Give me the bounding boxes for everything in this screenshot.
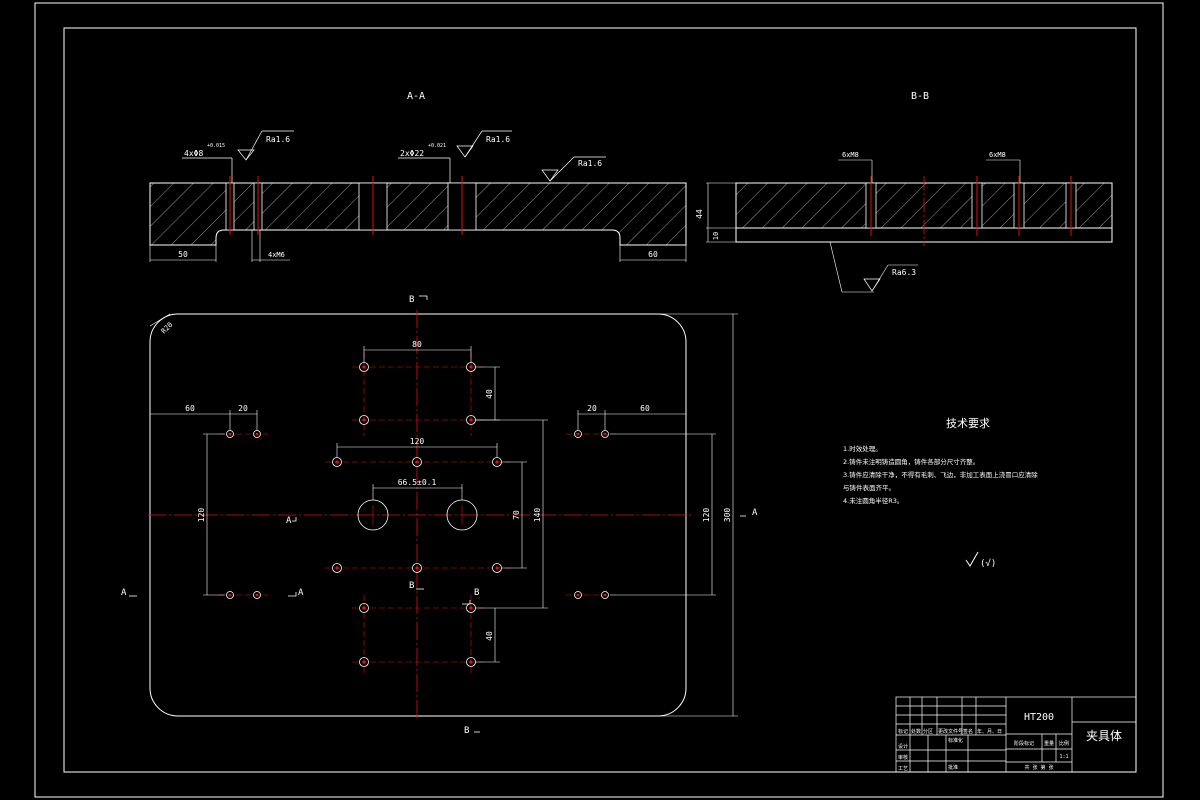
plan-dim-70: 70 bbox=[512, 510, 521, 520]
plan-dim-300: 300 bbox=[723, 508, 732, 523]
cut-a-left: A bbox=[121, 588, 127, 598]
bb-hole-callout-1: 6xM8 bbox=[842, 151, 859, 159]
tech-req-line-5: 4.未注圆角半径R3。 bbox=[843, 497, 904, 505]
roughness-general-icon bbox=[965, 551, 979, 567]
title-row-label: 审核 bbox=[898, 754, 908, 761]
aa-hole-callout-mid: 2xΦ22 bbox=[400, 149, 424, 158]
bb-roughness: Ra6.3 bbox=[892, 268, 916, 277]
title-scale: 1:1 bbox=[1059, 754, 1068, 760]
outer-border bbox=[34, 2, 1164, 798]
tech-requirements: 技术要求 1.时效处理。 2.铸件未注明铸造圆角，铸件各部分尺寸齐整。 3.铸件… bbox=[843, 415, 1073, 508]
title-part-name: 夹具体 bbox=[1086, 729, 1122, 743]
aa-roughness-2: Ra1.6 bbox=[486, 135, 510, 144]
title-row-label: 标记 bbox=[898, 728, 908, 735]
plan-dim-120-right: 120 bbox=[702, 508, 711, 523]
tech-requirements-title: 技术要求 bbox=[946, 417, 990, 430]
tech-req-line-4: 与铸件表面齐平。 bbox=[843, 484, 895, 492]
cut-b-bottom: B bbox=[464, 726, 469, 736]
section-aa-view: A-A 4xΦ8 +0.015 Ra1.6 2xΦ22 +0.021 Ra1.6 bbox=[149, 91, 687, 262]
aa-dim-right: 60 bbox=[648, 250, 658, 259]
tech-req-line-2: 2.铸件未注明铸造圆角，铸件各部分尺寸齐整。 bbox=[843, 458, 980, 466]
plan-dim-120-h: 120 bbox=[410, 437, 425, 446]
tech-req-line-3: 3.铸件应清除干净，不得有毛刺、飞边，非加工表面上浇冒口应清除 bbox=[843, 471, 1038, 479]
plan-dim-80: 80 bbox=[412, 340, 422, 349]
plan-view: R20 bbox=[121, 295, 758, 736]
chamfer-dim: R20 bbox=[160, 321, 175, 336]
bb-dim-10: 10 bbox=[712, 232, 720, 240]
title-standardize: 标准化 bbox=[948, 737, 963, 744]
title-approve: 批准 bbox=[948, 764, 958, 771]
section-bb-view: B-B 6xM8 6xM8 44 10 Ra6.3 bbox=[695, 91, 1113, 293]
plan-dim-120-left: 120 bbox=[197, 508, 206, 523]
cut-a-inner2: A bbox=[286, 516, 292, 526]
title-col-label: 更改文件号 bbox=[938, 728, 963, 735]
title-sheet: 共 张 第 张 bbox=[1024, 764, 1053, 771]
aa-roughness-1: Ra1.6 bbox=[266, 135, 290, 144]
cut-a-right: A bbox=[752, 508, 758, 518]
tech-req-line-1: 1.时效处理。 bbox=[843, 445, 882, 453]
plan-dim-20-left: 20 bbox=[238, 404, 248, 413]
aa-hole-callout-left: 4xΦ8 bbox=[184, 149, 203, 158]
roughness-general: (√) bbox=[980, 558, 996, 569]
plan-dim-20-right: 20 bbox=[587, 404, 597, 413]
aa-hole-tol-left: +0.015 bbox=[207, 143, 225, 149]
section-aa-title: A-A bbox=[407, 91, 425, 102]
title-col-label: 分区 bbox=[923, 728, 933, 735]
plan-dim-40-bottom: 40 bbox=[485, 631, 494, 641]
plan-dim-40-top: 40 bbox=[485, 389, 494, 399]
section-bb-title: B-B bbox=[911, 91, 929, 102]
title-scale-label: 比例 bbox=[1059, 740, 1069, 747]
plan-dim-60-left: 60 bbox=[185, 404, 195, 413]
plan-dim-665: 66.5±0.1 bbox=[398, 478, 437, 487]
aa-hole-tol-mid: +0.021 bbox=[428, 143, 446, 149]
title-block-labels: 标记设计审核工艺 处数分区更改文件号签名年、月、日标准化批准 bbox=[898, 728, 1002, 772]
inner-border bbox=[63, 27, 1137, 773]
title-col-label: 处数 bbox=[911, 728, 921, 735]
bb-dim-44: 44 bbox=[695, 209, 704, 219]
aa-hole-callout-bottom: 4xM6 bbox=[268, 251, 285, 259]
title-col-label: 签名 bbox=[963, 728, 973, 735]
cut-b-mid: B bbox=[409, 581, 414, 591]
bb-hole-callout-2: 6xM8 bbox=[989, 151, 1006, 159]
title-row-label: 工艺 bbox=[898, 766, 908, 772]
title-material: HT200 bbox=[1024, 712, 1054, 723]
cut-a-inner: A bbox=[298, 588, 304, 598]
title-weight-label: 重量 bbox=[1044, 740, 1054, 747]
plan-dim-60-right: 60 bbox=[640, 404, 650, 413]
aa-roughness-3: Ra1.6 bbox=[578, 159, 602, 168]
title-stage-label: 阶段标记 bbox=[1014, 740, 1034, 747]
title-block bbox=[895, 696, 1137, 773]
plan-dim-140: 140 bbox=[533, 508, 542, 523]
cut-b-mid2: B bbox=[474, 588, 479, 598]
title-row-label: 设计 bbox=[898, 743, 908, 750]
title-col-label: 年、月、日 bbox=[977, 728, 1002, 735]
aa-dim-left: 50 bbox=[178, 250, 188, 259]
cut-b-top: B bbox=[409, 295, 414, 305]
